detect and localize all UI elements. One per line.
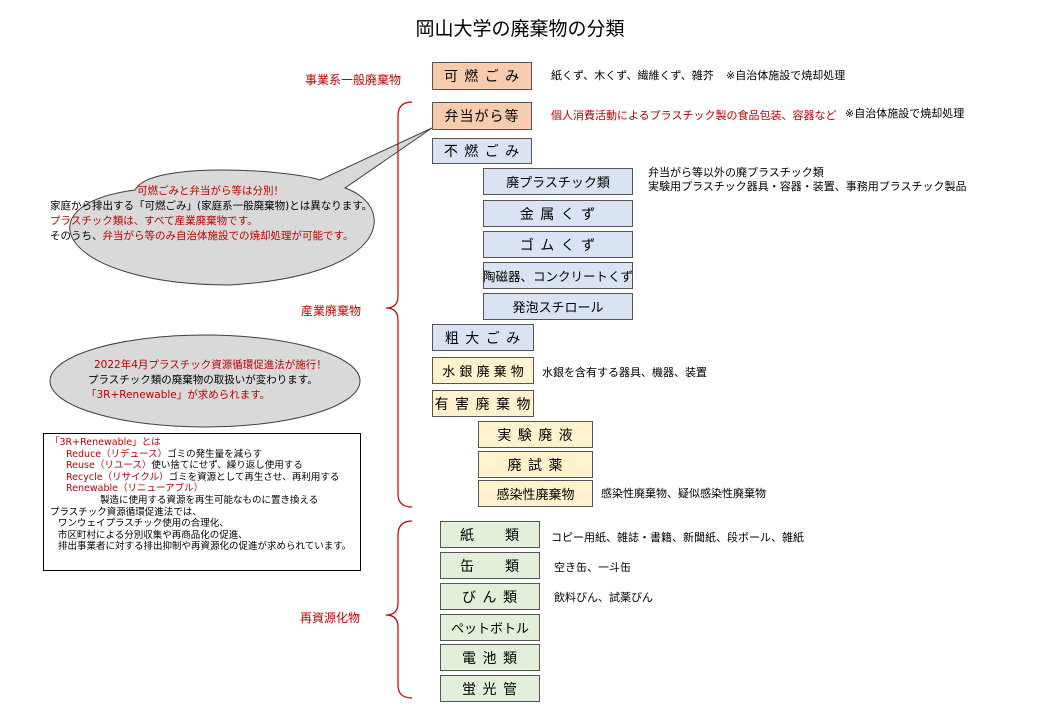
brace-industrial: [385, 101, 413, 508]
box-mercury: 水 銀 廃 棄 物: [432, 357, 534, 384]
box-pet: ペットボトル: [440, 614, 540, 641]
bubble1-line2: 家庭から排出する「可燃ごみ」(家庭系一般廃棄物)とは異なります。: [50, 200, 373, 212]
info-box-3r-renewable: 「3R+Renewable」とは Reduce（リデュース）ゴミの発生量を減らす…: [43, 433, 361, 571]
note-cans: 空き缶、一斗缶: [554, 561, 631, 574]
box-bento: 弁当がら等: [432, 102, 532, 130]
box-lab-liquid: 実 験 廃 液: [478, 421, 593, 448]
bubble2-line1: 2022年4月プラスチック資源循環促進法が施行！: [94, 359, 327, 371]
bubble2-line3: 「3R+Renewable」が求められます。: [86, 389, 271, 401]
info-heading: 「3R+Renewable」とは: [50, 437, 161, 448]
bubble1-line3: プラスチック類は、すべて産業廃棄物です。: [50, 215, 258, 227]
info-law-3: 市区町村による分別収集や再商品化の促進、: [58, 529, 248, 541]
info-reduce: Reduce（リデュース）ゴミの発生量を減らす: [66, 448, 262, 460]
bubble1-line1: 可燃ごみと弁当がら等は分別！: [137, 185, 284, 197]
info-law-4: 排出事業者に対する排出抑制や再資源化の促進が求められています。: [58, 541, 352, 553]
box-ceramic: 陶磁器、コンクリートくず: [483, 262, 633, 289]
info-renewable-term: Renewable（リニューアブル）: [66, 483, 204, 495]
note-bento-remark: ※自治体施設で焼却処理: [845, 107, 965, 120]
box-noncombustible: 不 燃 ご み: [432, 138, 532, 164]
box-reagent: 廃 試 薬: [478, 451, 593, 478]
box-metal: 金 属 く ず: [483, 200, 633, 227]
box-cans: 缶 類: [440, 552, 540, 579]
note-combustible-remark: ※自治体施設で焼却処理: [726, 69, 846, 82]
box-rubber: ゴ ム く ず: [483, 231, 633, 258]
info-recycle: Recycle（リサイクル）ゴミを資源として再生させ、再利用する: [66, 471, 340, 483]
box-battery: 電 池 類: [440, 644, 540, 671]
box-waste-plastic: 廃プラスチック類: [483, 168, 633, 195]
note-infectious: 感染性廃棄物、疑似感染性廃棄物: [601, 487, 766, 500]
note-combustible: 紙くず、木くず、繊維くず、雑芥: [551, 69, 714, 82]
note-waste-plastic-2: 実験用プラスチック器具・容器・装置、事務用プラスチック製品: [648, 180, 967, 193]
box-paper: 紙 類: [440, 521, 540, 548]
box-bulky: 粗 大 ご み: [432, 324, 534, 351]
info-renewable-desc: 製造に使用する資源を再生可能なものに置き換える: [100, 494, 319, 506]
note-bento: 個人消費活動によるプラスチック製の食品包装、容器など: [551, 109, 837, 122]
info-law-1: プラスチック資源循環促進法では、: [50, 506, 202, 518]
note-waste-plastic-1: 弁当がら等以外の廃プラスチック類: [648, 166, 824, 179]
brace-recyclable: [385, 520, 413, 699]
box-hazardous: 有 害 廃 棄 物: [432, 390, 534, 417]
category-business: 事業系一般廃棄物: [305, 73, 402, 87]
info-reuse: Reuse（リユース）使い捨てにせず、繰り返し使用する: [66, 460, 303, 472]
bubble2-line2: プラスチック類の廃棄物の取扱いが変わります。: [88, 374, 318, 386]
category-industrial: 産業廃棄物: [301, 304, 362, 318]
info-law-2: ワンウェイプラスチック使用の合理化、: [58, 518, 229, 530]
note-bottles: 飲料びん、試薬びん: [554, 591, 653, 604]
note-mercury: 水銀を含有する器具、機器、装置: [542, 366, 707, 379]
speech-bubble-1: [69, 127, 433, 286]
page-title: 岡山大学の廃棄物の分類: [415, 18, 625, 40]
speech-bubble-2: [49, 334, 361, 428]
note-paper: コピー用紙、雑誌・書籍、新聞紙、段ボール、雑紙: [551, 531, 804, 544]
box-bottles: び ん 類: [440, 583, 540, 610]
box-combustible: 可 燃 ご み: [432, 62, 532, 90]
box-styrofoam: 発泡スチロール: [483, 293, 633, 320]
category-recyclable: 再資源化物: [300, 611, 361, 625]
bubble1-line4: そのうち、弁当がら等のみ自治体施設での焼却処理が可能です。: [50, 230, 354, 242]
box-infectious: 感染性廃棄物: [478, 480, 593, 507]
box-fluorescent: 蛍 光 管: [440, 675, 540, 702]
